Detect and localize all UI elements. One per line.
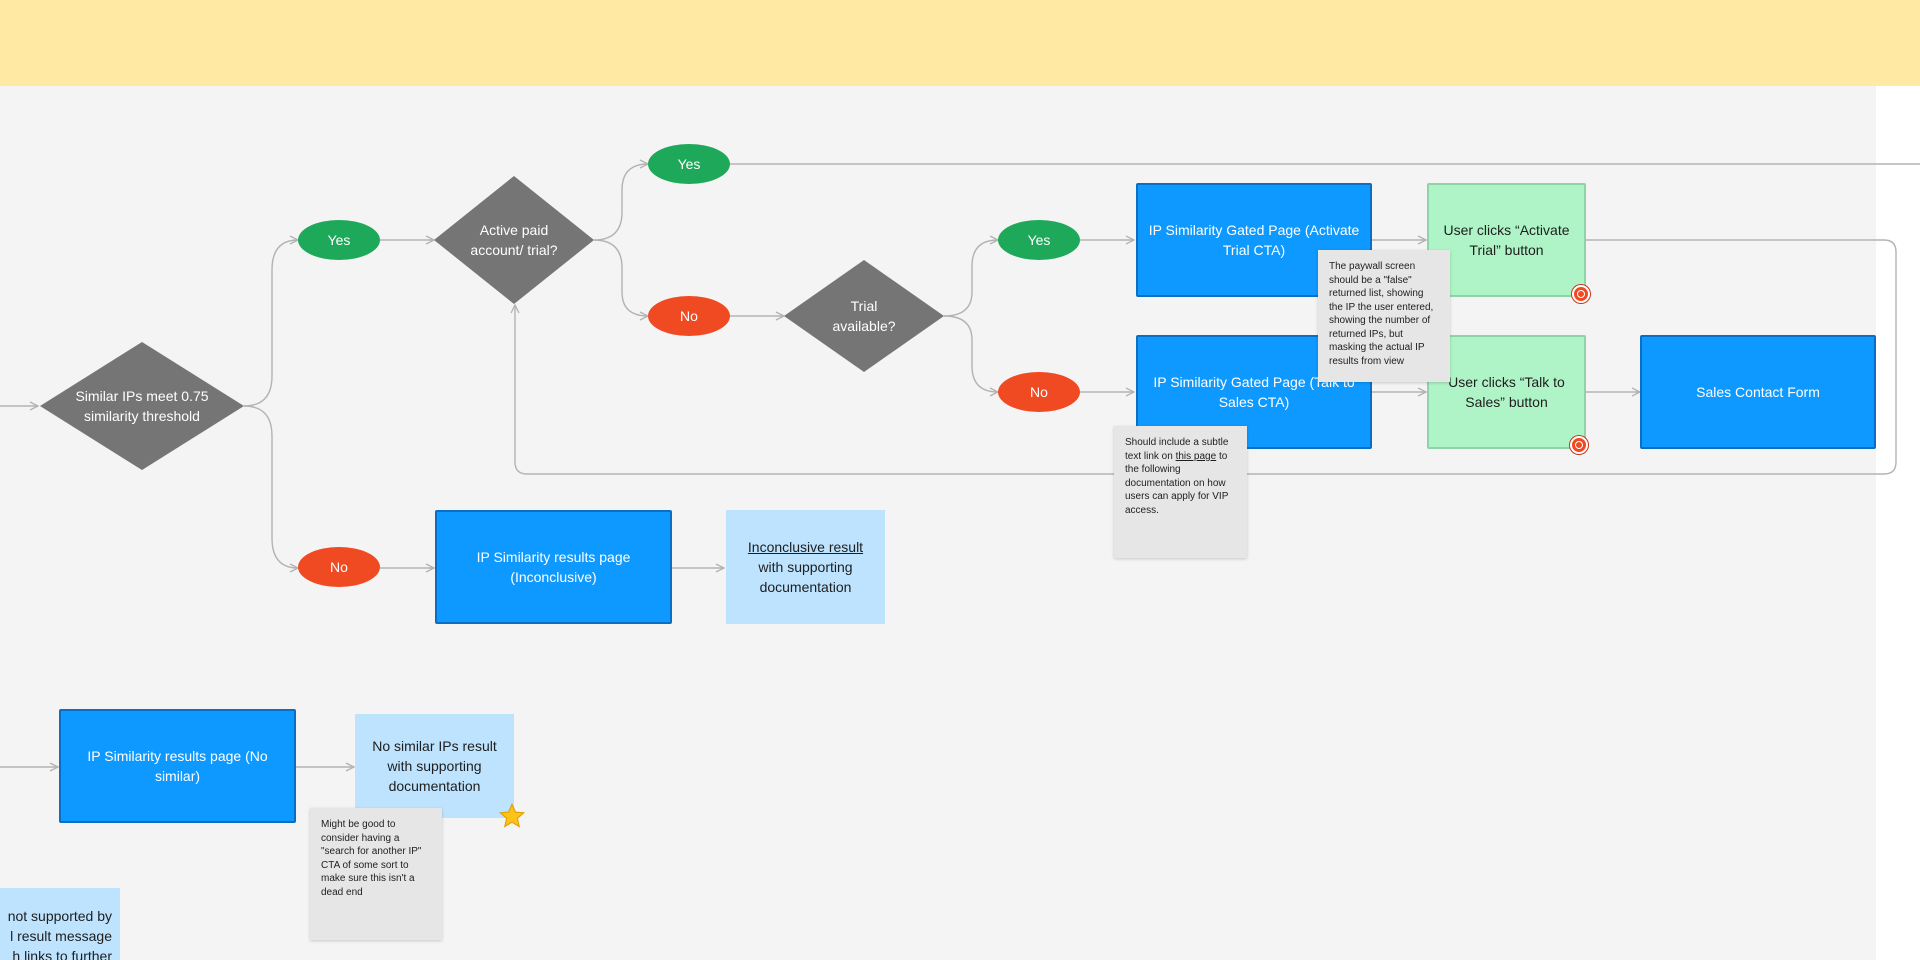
result-inconclusive[interactable]: Inconclusive result with supporting docu… — [726, 510, 885, 624]
decision-trial-available[interactable]: Trial available? — [832, 298, 896, 334]
action-activate-trial-click[interactable]: User clicks “Activate Trial” button — [1427, 183, 1586, 297]
note-vip-link[interactable]: this page — [1175, 450, 1217, 462]
note-dead-end[interactable]: Might be good to consider having a "sear… — [310, 808, 442, 940]
connector-threshold-no — [243, 405, 298, 568]
star-icon[interactable] — [498, 802, 526, 830]
answer-yes-trial[interactable]: Yes — [998, 220, 1080, 260]
note-vip-text-before: Should include a subtle text link on — [1125, 437, 1229, 462]
inconclusive-result-text: with supporting documentation — [758, 559, 853, 595]
answer-yes-threshold[interactable]: Yes — [298, 220, 380, 260]
result-not-supported[interactable]: not supported by l result message h link… — [0, 888, 120, 960]
answer-no-active[interactable]: No — [648, 296, 730, 336]
page-results-inconclusive[interactable]: IP Similarity results page (Inconclusive… — [435, 510, 672, 624]
note-paywall[interactable]: The paywall screen should be a "false" r… — [1318, 250, 1450, 382]
connector-trial-no — [943, 315, 998, 392]
connector-trial-yes — [943, 240, 998, 317]
decision-similar-ips-shape — [40, 342, 244, 470]
page-sales-contact-form[interactable]: Sales Contact Form — [1640, 335, 1876, 449]
connector-threshold-yes — [243, 240, 298, 407]
note-vip-text-after: to the following documentation on how us… — [1125, 450, 1229, 516]
target-icon[interactable] — [1570, 436, 1588, 454]
answer-no-threshold[interactable]: No — [298, 547, 380, 587]
connector-loop-back — [515, 239, 1897, 475]
connector-active-no — [593, 239, 648, 316]
answer-yes-active[interactable]: Yes — [648, 144, 730, 184]
target-icon[interactable] — [1572, 285, 1590, 303]
decision-active-paid[interactable]: Active paid account/ trial? — [470, 222, 558, 258]
page-results-no-similar[interactable]: IP Similarity results page (No similar) — [59, 709, 296, 823]
note-vip-access[interactable]: Should include a subtle text link on thi… — [1114, 426, 1247, 558]
decision-active-paid-shape — [434, 176, 594, 304]
connector-active-yes — [593, 164, 648, 241]
section-banner — [0, 0, 1920, 86]
result-no-similar[interactable]: No similar IPs result with supporting do… — [355, 714, 514, 818]
answer-no-trial[interactable]: No — [998, 372, 1080, 412]
action-talk-to-sales-click[interactable]: User clicks “Talk to Sales” button — [1427, 335, 1586, 449]
inconclusive-result-link[interactable]: Inconclusive result — [747, 539, 864, 555]
page-gated-activate-trial[interactable]: IP Similarity Gated Page (Activate Trial… — [1136, 183, 1372, 297]
decision-similar-ips[interactable]: Similar IPs meet 0.75 similarity thresho… — [75, 388, 209, 424]
decision-trial-available-shape — [784, 260, 944, 372]
